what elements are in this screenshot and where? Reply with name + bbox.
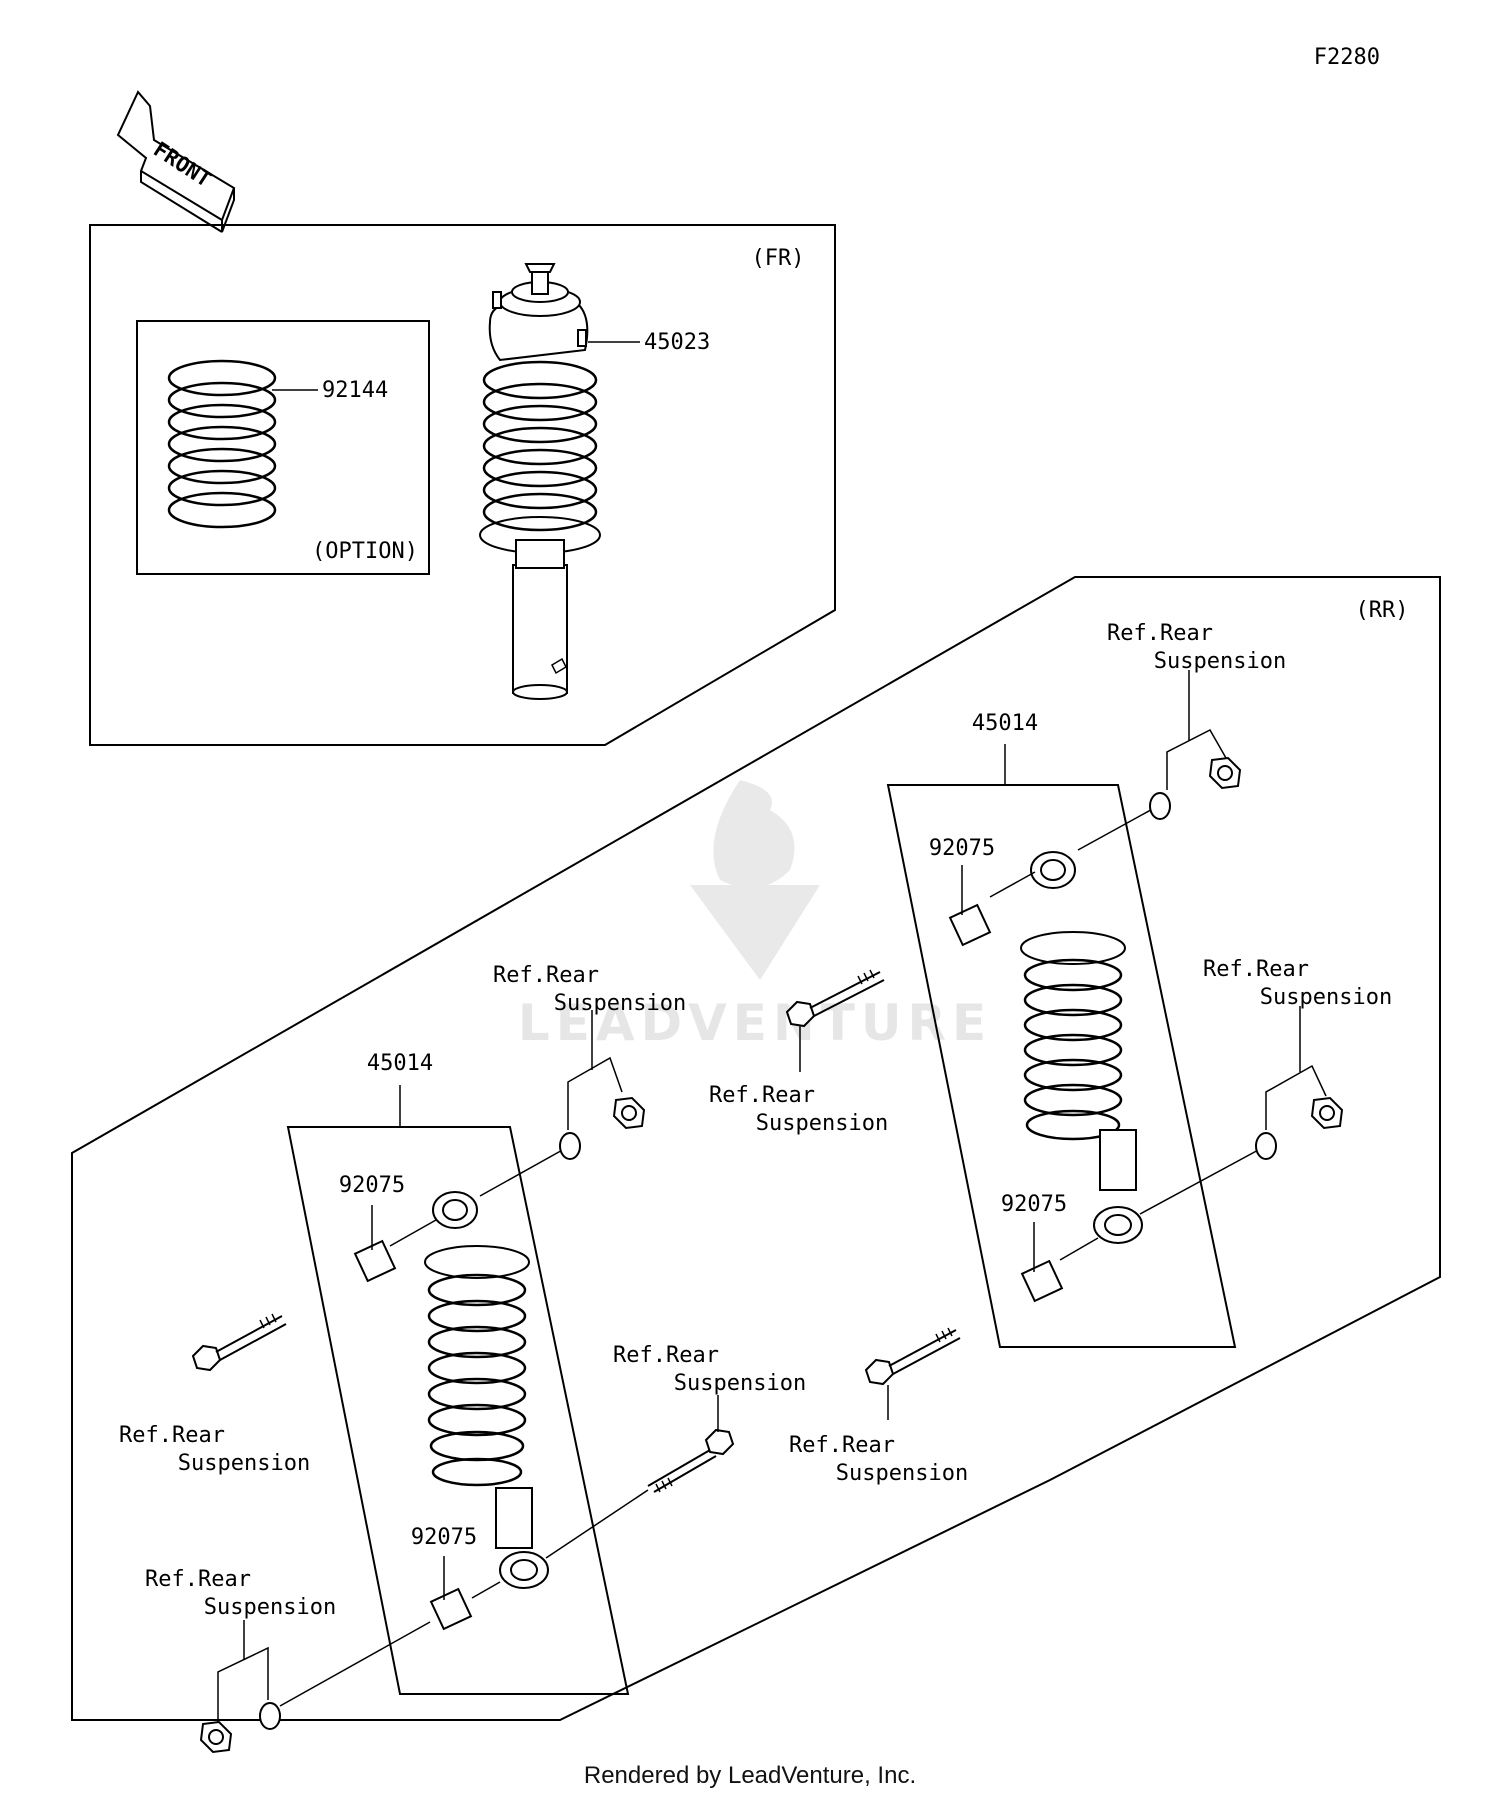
- right-upper-bolt: [785, 969, 885, 1028]
- ref-right-lowerbolt-2: Suspension: [836, 1461, 968, 1486]
- ref-left-upper-2: Suspension: [554, 991, 686, 1016]
- ref-left-lower-2: Suspension: [204, 1595, 336, 1620]
- left-upper-bushing-number: 92075: [339, 1173, 405, 1198]
- ref-left-lower-1: Ref.Rear: [145, 1567, 251, 1592]
- right-lower-bushing: [1020, 1259, 1064, 1303]
- ref-left-lowerbolt-1: Ref.Rear: [613, 1343, 719, 1368]
- left-rear-shock: [424, 1191, 549, 1589]
- ref-left-bolt-1: Ref.Rear: [119, 1423, 225, 1448]
- ref-right-upper-2: Suspension: [1154, 649, 1286, 674]
- ref-right-lower-1: Ref.Rear: [1203, 957, 1309, 982]
- left-lower-bushing-number: 92075: [411, 1525, 477, 1550]
- ref-right-upper-1: Ref.Rear: [1107, 621, 1213, 646]
- left-upper-bolt: [191, 1313, 287, 1372]
- left-shock-group: 45014: [119, 963, 806, 1754]
- left-upper-bushing: [353, 1239, 397, 1283]
- watermark-text: LEADVENTURE: [518, 994, 992, 1052]
- ref-right-lowerbolt-1: Ref.Rear: [789, 1433, 895, 1458]
- ref-right-bolt-1: Ref.Rear: [709, 1083, 815, 1108]
- part-number-45023: 45023: [644, 330, 710, 355]
- left-lower-bushing: [429, 1587, 473, 1631]
- right-lower-washer: [1255, 1132, 1277, 1160]
- right-lower-bushing-number: 92075: [1001, 1192, 1067, 1217]
- right-assembly-number: 45014: [972, 711, 1038, 736]
- part-number-92144: 92144: [322, 378, 388, 403]
- right-rear-shock: [1020, 851, 1143, 1244]
- right-upper-bushing: [948, 903, 992, 947]
- front-shock-45023: [479, 263, 640, 700]
- right-upper-washer: [1149, 792, 1171, 820]
- right-lower-bolt: [864, 1327, 961, 1386]
- footer-credit: Rendered by LeadVenture, Inc.: [583, 1762, 917, 1789]
- left-lower-washer: [259, 1702, 281, 1730]
- rear-box: (RR) 45014: [71, 576, 1441, 1754]
- ref-right-bolt-2: Suspension: [756, 1111, 888, 1136]
- watermark: LEADVENTURE: [518, 780, 992, 1052]
- figure-id: F2280: [1314, 45, 1380, 70]
- ref-left-bolt-2: Suspension: [178, 1451, 310, 1476]
- option-box: [136, 320, 430, 575]
- spring-92144: [167, 359, 318, 529]
- front-box-tag: (FR): [752, 246, 805, 271]
- ref-left-lowerbolt-2: Suspension: [674, 1371, 806, 1396]
- front-box: (FR) (OPTION) 92144: [89, 224, 836, 746]
- option-tag: (OPTION): [312, 539, 418, 564]
- right-shock-group: 45014: [709, 621, 1392, 1486]
- left-upper-washer: [559, 1132, 581, 1160]
- ref-left-upper-1: Ref.Rear: [493, 963, 599, 988]
- right-upper-bushing-number: 92075: [929, 836, 995, 861]
- left-lower-bolt: [647, 1428, 735, 1493]
- front-arrow-icon: FRONT: [116, 90, 236, 233]
- ref-right-lower-2: Suspension: [1260, 985, 1392, 1010]
- rear-box-tag: (RR): [1356, 598, 1409, 623]
- left-assembly-number: 45014: [367, 1051, 433, 1076]
